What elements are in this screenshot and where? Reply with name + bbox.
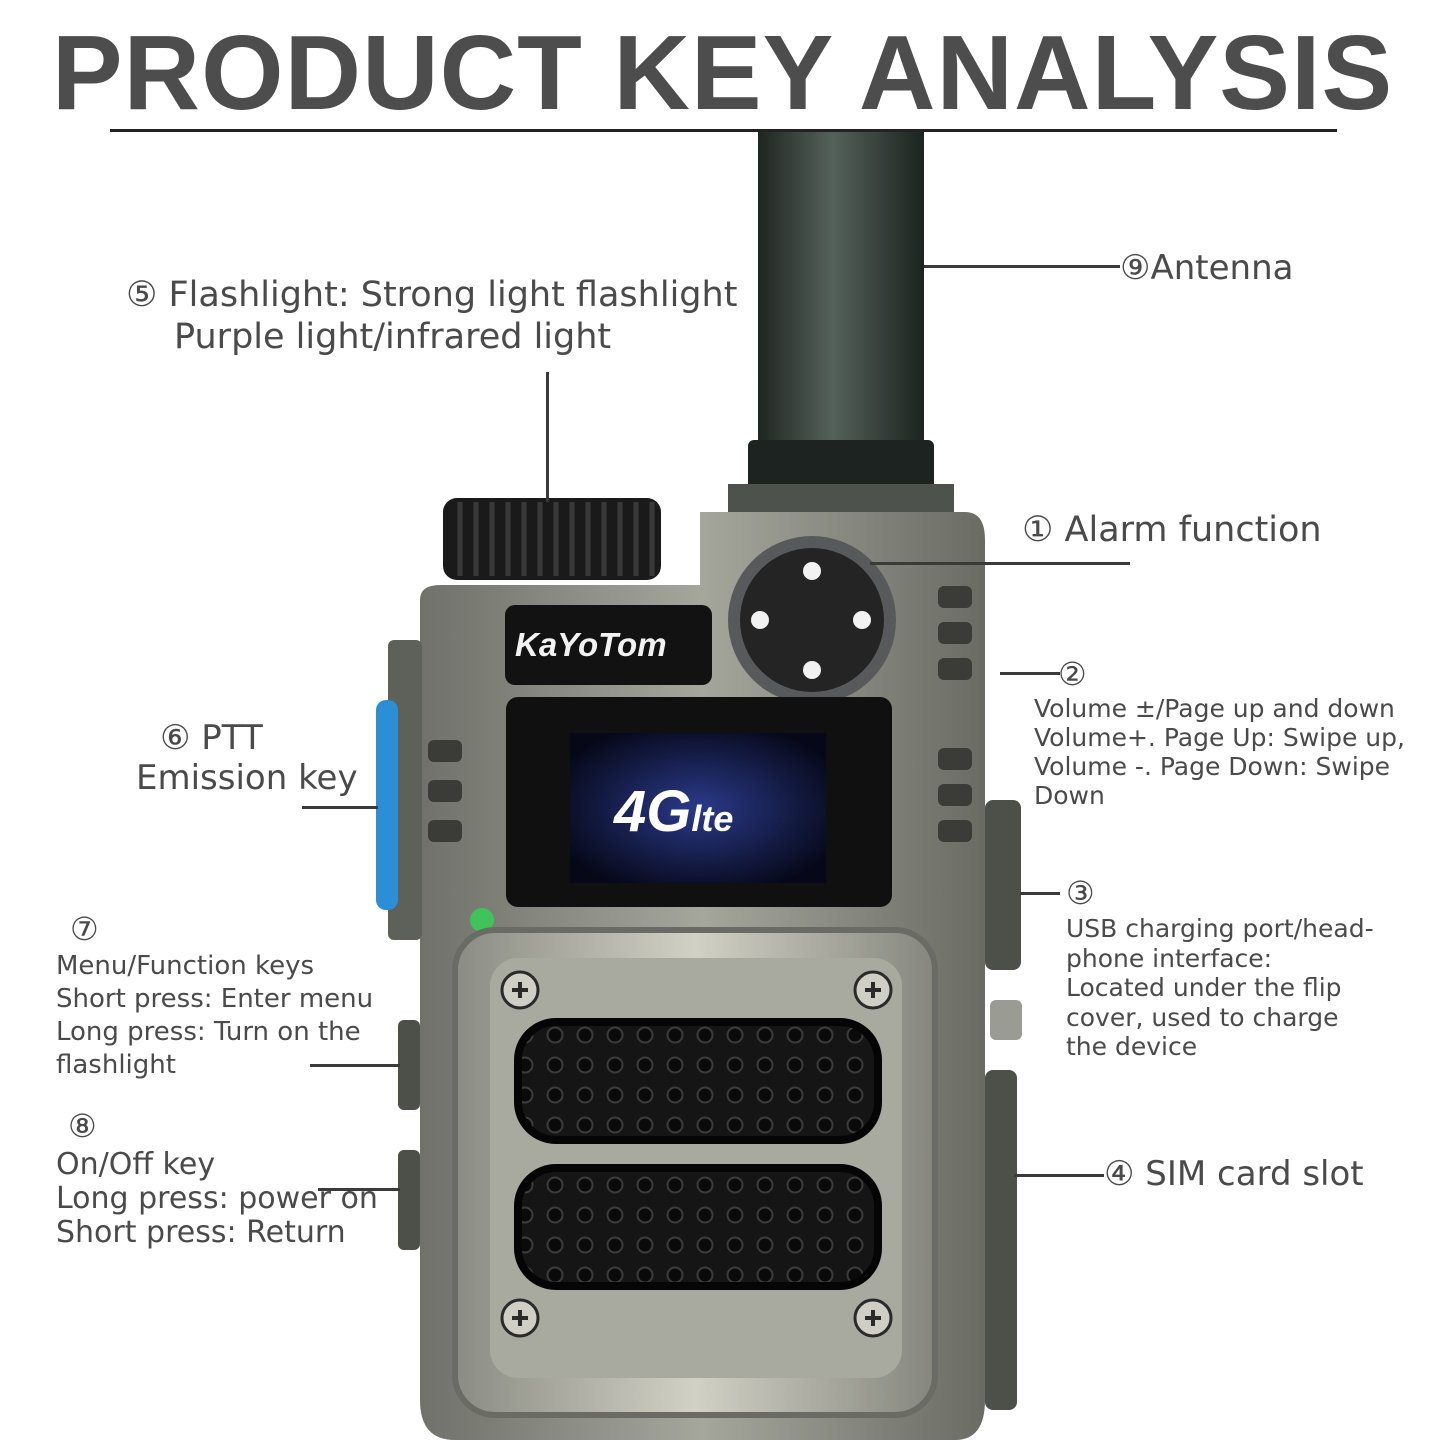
usb-leader	[1020, 892, 1060, 895]
callout-antenna: ⑨Antenna	[1120, 248, 1294, 288]
callout-sim: ④ SIM card slot	[1104, 1154, 1364, 1194]
screen-sub-text: lte	[691, 798, 734, 839]
screen-main-text: 4G	[614, 779, 692, 844]
flashlight-leader	[546, 372, 549, 502]
callout-alarm: ① Alarm function	[1022, 510, 1322, 550]
alarm-leader	[870, 562, 1130, 565]
antenna-leader	[924, 265, 1120, 268]
power-key	[398, 1150, 420, 1250]
sim-leader	[1014, 1174, 1104, 1177]
sim-cover	[985, 1070, 1017, 1410]
antenna	[758, 132, 924, 462]
callout-volume: ② Volume ±/Page up and down Volume+. Pag…	[1034, 655, 1405, 810]
display	[570, 733, 826, 883]
callout-usb: ③ USB charging port/head- phone interfac…	[1066, 874, 1374, 1061]
onoff-leader	[318, 1188, 400, 1191]
callout-onoff: ⑧ On/Off key Long press: power on Short …	[56, 1107, 378, 1250]
ptt-leader	[302, 806, 378, 809]
callout-flashlight: ⑤ Flashlight: Strong light flashlight Pu…	[126, 275, 738, 357]
brand-logo: KaYoTom	[515, 626, 667, 663]
title-underline	[110, 129, 1337, 132]
status-led	[470, 908, 494, 932]
screen-network-label: 4Glte	[614, 778, 733, 845]
volume-leader	[1000, 672, 1060, 675]
menu-leader	[310, 1064, 400, 1067]
menu-key	[398, 1020, 420, 1110]
callout-menu: ⑦ Menu/Function keys Short press: Enter …	[56, 910, 374, 1080]
speaker-grille-top	[514, 1018, 882, 1144]
brand-plate	[505, 605, 712, 685]
speaker-grille-bottom	[514, 1164, 882, 1290]
callout-ptt: ⑥ PTT Emission key	[136, 718, 358, 798]
ptt-key	[376, 700, 398, 910]
page-title: PRODUCT KEY ANALYSIS	[51, 14, 1394, 132]
usb-cover	[985, 800, 1021, 970]
